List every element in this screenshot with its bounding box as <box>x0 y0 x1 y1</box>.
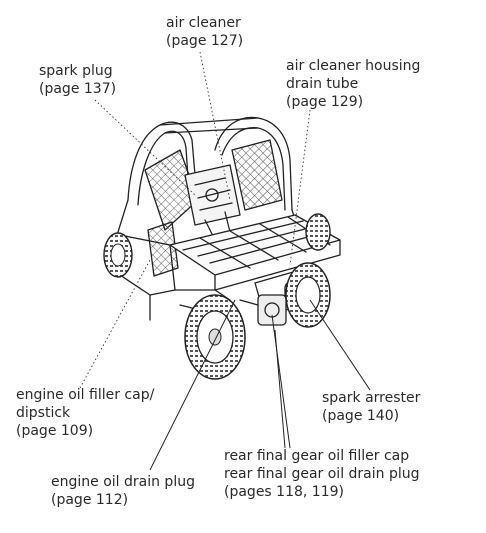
leader-lines-solid <box>149 299 371 471</box>
rear-left-wheel <box>184 294 246 380</box>
spark-plug-page: (page 137) <box>39 81 117 97</box>
drain-tube-label-line1: air cleaner housing <box>286 58 421 74</box>
callout-air-cleaner: air cleaner (page 127) <box>166 14 243 50</box>
front-left-wheel <box>103 232 133 278</box>
oil-drain-label: engine oil drain plug <box>51 474 195 490</box>
drain-tube-page: (page 129) <box>286 94 364 110</box>
leader-lines-dotted <box>79 51 311 389</box>
callout-oil-filler-cap: engine oil filler cap/ dipstick (page 10… <box>16 386 154 440</box>
leader-spark-arrester <box>309 299 371 391</box>
final-gear-filler-label: rear final gear oil filler cap <box>224 448 410 464</box>
roll-cage <box>117 116 301 236</box>
front-right-wheel <box>305 213 331 251</box>
seat-backs <box>144 139 283 277</box>
leader-spark-plug <box>94 99 196 196</box>
engine-area <box>184 164 241 241</box>
oil-filler-label-line1: engine oil filler cap/ <box>16 387 155 403</box>
oil-filler-label-line2: dipstick <box>16 405 71 421</box>
final-gear-drain-label: rear final gear oil drain plug <box>224 466 420 482</box>
callout-spark-plug: spark plug (page 137) <box>39 62 116 98</box>
final-gear-pages: (pages 118, 119) <box>224 484 344 500</box>
spark-arrester-page: (page 140) <box>322 408 400 424</box>
callout-final-gear: rear final gear oil filler cap rear fina… <box>224 447 420 501</box>
callout-spark-arrester: spark arrester (page 140) <box>322 389 420 425</box>
leader-air-cleaner <box>199 51 231 201</box>
callout-drain-tube: air cleaner housing drain tube (page 129… <box>286 57 420 111</box>
drain-tube-label-line2: drain tube <box>286 76 359 92</box>
air-cleaner-page: (page 127) <box>166 33 244 49</box>
spark-arrester-label: spark arrester <box>322 390 421 406</box>
callout-engine-oil-drain: engine oil drain plug (page 112) <box>51 473 195 509</box>
rear-right-wheel <box>285 262 331 328</box>
leader-final-gear-drain <box>271 314 291 449</box>
oil-drain-page: (page 112) <box>51 492 129 508</box>
oil-filler-page: (page 109) <box>16 423 94 439</box>
leader-engine-oil-drain <box>149 299 236 471</box>
spark-plug-label: spark plug <box>39 63 113 79</box>
air-cleaner-label: air cleaner <box>166 15 241 31</box>
leader-oil-filler-cap <box>79 259 151 389</box>
cargo-rack <box>169 214 341 291</box>
